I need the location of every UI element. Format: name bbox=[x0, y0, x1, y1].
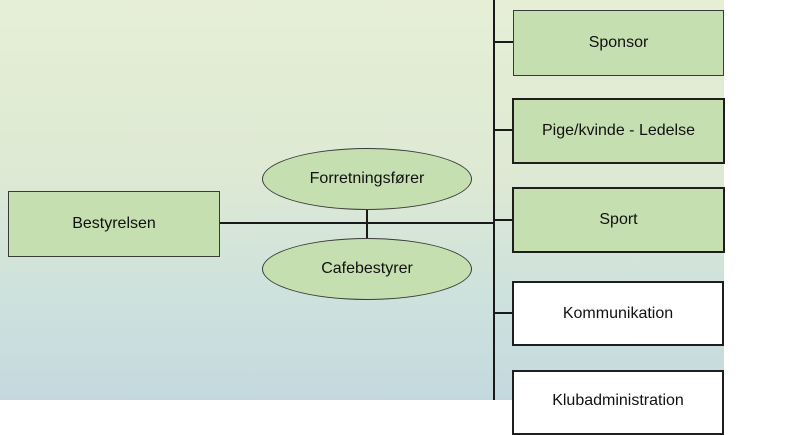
node-forretningsforer: Forretningsfører bbox=[262, 148, 472, 210]
node-pige-kvinde-ledelse: Pige/kvinde - Ledelse bbox=[512, 98, 725, 164]
node-cafebestyrer: Cafebestyrer bbox=[262, 238, 472, 300]
connector-to-sport bbox=[494, 219, 513, 221]
connector-staff-link bbox=[366, 209, 368, 239]
connector-root-to-trunk bbox=[220, 222, 494, 224]
node-sponsor: Sponsor bbox=[513, 10, 724, 76]
connector-to-sponsor bbox=[494, 41, 514, 43]
connector-to-kommunikation bbox=[494, 312, 513, 314]
node-kommunikation: Kommunikation bbox=[512, 281, 724, 346]
connector-to-pige-kvinde bbox=[494, 129, 513, 131]
org-chart: Bestyrelsen Forretningsfører Cafebestyre… bbox=[0, 0, 725, 435]
node-klubadministration: Klubadministration bbox=[512, 370, 724, 435]
connector-trunk bbox=[493, 0, 495, 400]
node-bestyrelsen: Bestyrelsen bbox=[8, 191, 220, 257]
node-sport: Sport bbox=[512, 187, 725, 253]
